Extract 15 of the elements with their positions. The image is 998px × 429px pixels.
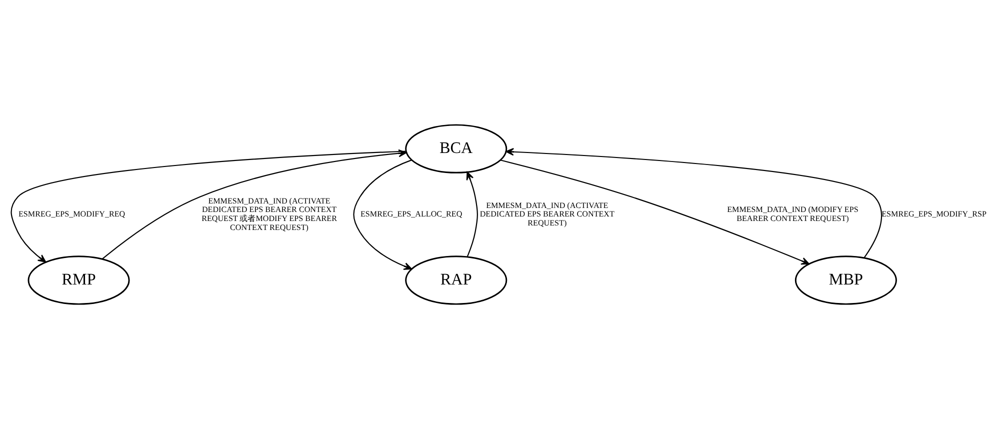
node-ellipse: RMP [28, 256, 130, 305]
node-ellipse: RAP [405, 256, 508, 305]
arrow [506, 148, 882, 258]
edge-label: EMMESM_DATA_IND (MODIFY EPS BEARER CONTEXT REQUEST) [727, 205, 858, 223]
node-ellipse: BCA [405, 124, 508, 174]
edge-label: ESMREG_EPS_MODIFY_REQ [18, 210, 126, 219]
edge-label: EMMESM_DATA_IND (ACTIVATE DEDICATED EPS BEARER CONTEXT REQUEST 或者MODIFY EPS BEARER CONTEXT REQUEST) [202, 196, 337, 232]
arrow [466, 172, 478, 258]
edge-label: ESMREG_EPS_ALLOC_REQ [360, 210, 462, 219]
arrow [353, 160, 412, 270]
edge-label: ESMREG_EPS_MODIFY_RSP [882, 210, 986, 219]
arrow [102, 149, 407, 260]
arrow [500, 160, 810, 265]
edge-label: EMMESM_DATA_IND (ACTIVATE DEDICATED EPS BEARER CONTEXT REQUEST) [480, 200, 614, 228]
arrow [10, 150, 406, 263]
